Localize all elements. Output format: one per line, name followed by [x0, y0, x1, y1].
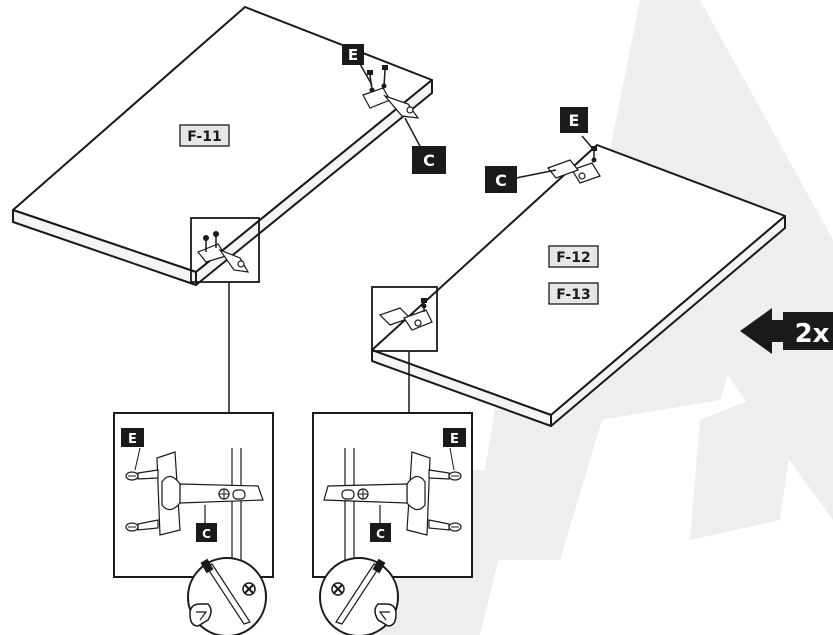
part-tag-c-detail-right-text: C: [376, 527, 385, 541]
panel-tag-f11: F-11: [180, 125, 229, 146]
part-tag-c-left-panel: C: [412, 146, 446, 174]
panel-tag-f13-text: F-13: [556, 287, 590, 303]
part-tag-e-right-panel: E: [560, 107, 588, 133]
tool-circle-left: [188, 558, 266, 635]
leader-c-right: [516, 170, 556, 178]
part-tag-e-right-panel-text: E: [569, 111, 580, 130]
panel-tag-f11-text: F-11: [187, 129, 221, 145]
leader-c-left: [405, 118, 422, 150]
leader-e-right: [582, 136, 594, 150]
screw-head-cross-icon: [243, 583, 255, 595]
part-tag-c-detail-right: C: [370, 523, 391, 542]
quantity-multiplier-text: 2x: [795, 319, 830, 349]
panel-tag-f13: F-13: [549, 283, 598, 304]
part-tag-e-left-panel-text: E: [348, 46, 358, 64]
tool-circle-right: [320, 558, 398, 635]
part-tag-e-detail-right: E: [443, 428, 466, 447]
panel-tag-f12-text: F-12: [556, 250, 590, 266]
part-tag-c-detail-left: C: [196, 523, 217, 542]
part-tag-c-left-panel-text: C: [423, 151, 435, 170]
part-tag-e-detail-left-text: E: [128, 432, 137, 447]
panel-tag-f12: F-12: [549, 246, 598, 267]
part-tag-c-right-panel-text: C: [495, 171, 507, 190]
part-tag-e-detail-left: E: [121, 428, 144, 447]
detail-box-right: E C: [313, 413, 472, 577]
part-tag-c-detail-left-text: C: [202, 527, 211, 541]
part-tag-e-detail-right-text: E: [450, 432, 459, 447]
screw-head-cross-icon: [332, 583, 344, 595]
part-tag-e-left-panel: E: [342, 44, 364, 65]
detail-box-left: E C: [114, 413, 273, 577]
part-tag-c-right-panel: C: [485, 166, 517, 193]
